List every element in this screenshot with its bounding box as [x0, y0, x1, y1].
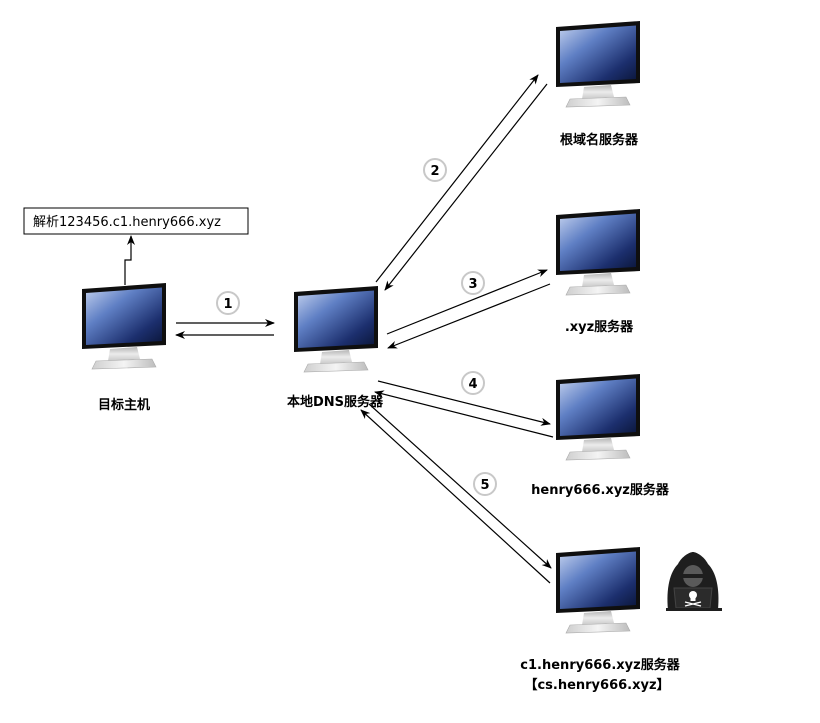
query-connector-arrow	[124, 235, 135, 285]
step-1-arrows	[175, 319, 275, 339]
query-box-text: 解析123456.c1.henry666.xyz	[33, 215, 221, 230]
step-3-arrows	[386, 269, 551, 349]
step-2-badge: 2	[423, 158, 447, 182]
step-2-arrows	[375, 74, 548, 291]
step-5-number: 5	[480, 478, 489, 493]
target-host-monitor	[81, 282, 167, 370]
c1-dns-monitor	[555, 546, 641, 634]
c1-dns-label: c1.henry666.xyz服务器	[520, 657, 680, 673]
step-3-badge: 3	[461, 271, 485, 295]
xyz-dns-monitor	[555, 208, 641, 296]
step-1-number: 1	[223, 297, 232, 312]
hacker-icon	[666, 552, 722, 611]
local-dns-monitor	[293, 285, 379, 373]
query-box: 解析123456.c1.henry666.xyz	[23, 207, 249, 235]
c1-dns-alias-label: 【cs.henry666.xyz】	[524, 677, 669, 693]
local-dns-label: 本地DNS服务器	[287, 394, 384, 410]
root-dns-label: 根域名服务器	[560, 132, 639, 148]
root-dns-monitor	[555, 20, 641, 108]
step-4-number: 4	[468, 377, 477, 392]
step-5-badge: 5	[473, 472, 497, 496]
target-host-label: 目标主机	[98, 397, 150, 413]
step-5-arrows	[360, 403, 552, 584]
henry-dns-label: henry666.xyz服务器	[531, 482, 670, 498]
step-2-number: 2	[430, 164, 439, 179]
step-3-number: 3	[468, 277, 477, 292]
step-4-badge: 4	[461, 371, 485, 395]
step-1-badge: 1	[216, 291, 240, 315]
xyz-dns-label: .xyz服务器	[565, 319, 634, 335]
step-4-arrows	[374, 380, 554, 438]
henry-dns-monitor	[555, 373, 641, 461]
